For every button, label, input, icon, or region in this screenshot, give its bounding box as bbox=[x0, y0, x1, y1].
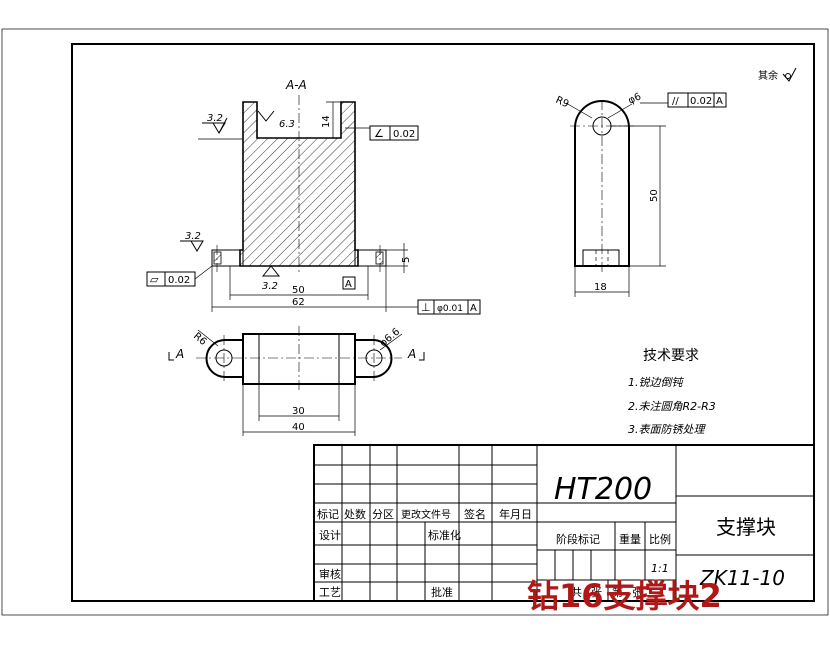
outer-border bbox=[1, 28, 829, 616]
fcf-parallel-datum: A bbox=[716, 96, 723, 107]
fcf-flatness-symbol: ▱ bbox=[150, 273, 159, 286]
fcf-perp-value: φ0.01 bbox=[437, 304, 463, 314]
fcf-perp-datum: A bbox=[470, 303, 477, 314]
dim-top-30: 30 bbox=[292, 406, 305, 417]
tb-date: 年月日 bbox=[499, 507, 532, 521]
tb-approve: 批准 bbox=[431, 585, 453, 599]
tb-standardize: 标准化 bbox=[428, 528, 461, 542]
notes-title: 技术要求 bbox=[643, 348, 699, 364]
tb-zone: 分区 bbox=[372, 508, 394, 521]
tb-sheet-no: 第 bbox=[612, 585, 623, 599]
tb-sheets-total: 共 bbox=[571, 586, 582, 599]
fcf-perp-symbol: ⊥ bbox=[421, 301, 431, 314]
dim-base-height: 5 bbox=[401, 257, 412, 263]
section-label: A-A bbox=[285, 78, 307, 92]
fcf-parallel-symbol: // bbox=[672, 96, 679, 107]
title-block: 标记 处数 分区 更改文件号 签名 年月日 设计 标准化 审核 工艺 批准 HT… bbox=[313, 444, 815, 602]
tb-review: 审核 bbox=[319, 567, 341, 581]
datum-a: A bbox=[345, 279, 352, 290]
technical-notes: 技术要求 1.锐边倒钝 2.未注圆角R2-R3 3.表面防锈处理 bbox=[628, 348, 716, 436]
tb-count: 处数 bbox=[344, 508, 366, 521]
tb-scale-value: 1:1 bbox=[651, 562, 669, 575]
note-2: 2.未注圆角R2-R3 bbox=[628, 400, 716, 413]
tb-drawing-code: ZK11-10 bbox=[699, 566, 785, 590]
fcf-parallel-value: 0.02 bbox=[690, 96, 712, 107]
dim-side-radius: R9 bbox=[554, 95, 571, 111]
dim-top-radius: R6 bbox=[191, 331, 208, 348]
tb-stage-mark: 阶段标记 bbox=[556, 532, 600, 546]
note-1: 1.锐边倒钝 bbox=[628, 376, 684, 389]
stamp-text: 钻16支撑块2 bbox=[527, 577, 722, 615]
side-profile bbox=[574, 100, 630, 267]
roughness-3: 3.2 bbox=[185, 231, 201, 242]
tb-signature: 签名 bbox=[464, 507, 486, 521]
side-view: R9 φ6 // 0.02 A 50 18 bbox=[554, 91, 727, 297]
section-view: A-A 3.2 6.3 3.2 3.2 14 bbox=[146, 78, 481, 315]
tb-scale: 比例 bbox=[649, 532, 671, 546]
dim-side-hole: φ6 bbox=[627, 91, 643, 106]
other-roughness: 其余 bbox=[758, 69, 778, 82]
tb-weight: 重量 bbox=[619, 532, 641, 546]
section-mark-right: A bbox=[407, 347, 416, 361]
dim-side-height: 50 bbox=[649, 189, 660, 202]
fcf-flatness-value: 0.02 bbox=[168, 275, 190, 286]
roughness-1: 3.2 bbox=[207, 113, 223, 124]
top-view: R6 φ6.6 A A 30 40 bbox=[168, 326, 425, 436]
dim-width-50: 50 bbox=[292, 285, 305, 296]
dim-side-width: 18 bbox=[594, 282, 607, 293]
dim-width-62: 62 bbox=[292, 297, 305, 308]
tb-change-doc: 更改文件号 bbox=[401, 508, 451, 521]
dim-slot-depth: 14 bbox=[321, 115, 332, 128]
tb-process: 工艺 bbox=[319, 586, 341, 599]
tb-design: 设计 bbox=[319, 529, 341, 542]
dim-top-hole: φ6.6 bbox=[378, 326, 402, 349]
tb-mark: 标记 bbox=[317, 507, 339, 521]
note-3: 3.表面防锈处理 bbox=[628, 423, 706, 436]
tb-part-name: 支撑块 bbox=[716, 515, 776, 539]
dim-top-40: 40 bbox=[292, 422, 305, 433]
tb-sheet-unit: 张 bbox=[632, 586, 643, 599]
roughness-4: 3.2 bbox=[262, 281, 278, 292]
fcf-angularity-value: 0.02 bbox=[393, 129, 415, 140]
fcf-angularity-symbol: ∠ bbox=[374, 127, 384, 140]
roughness-2: 6.3 bbox=[279, 119, 295, 130]
section-mark-left: A bbox=[175, 347, 184, 361]
tb-sheets-unit: 张 bbox=[591, 586, 602, 599]
tb-material: HT200 bbox=[554, 472, 652, 507]
